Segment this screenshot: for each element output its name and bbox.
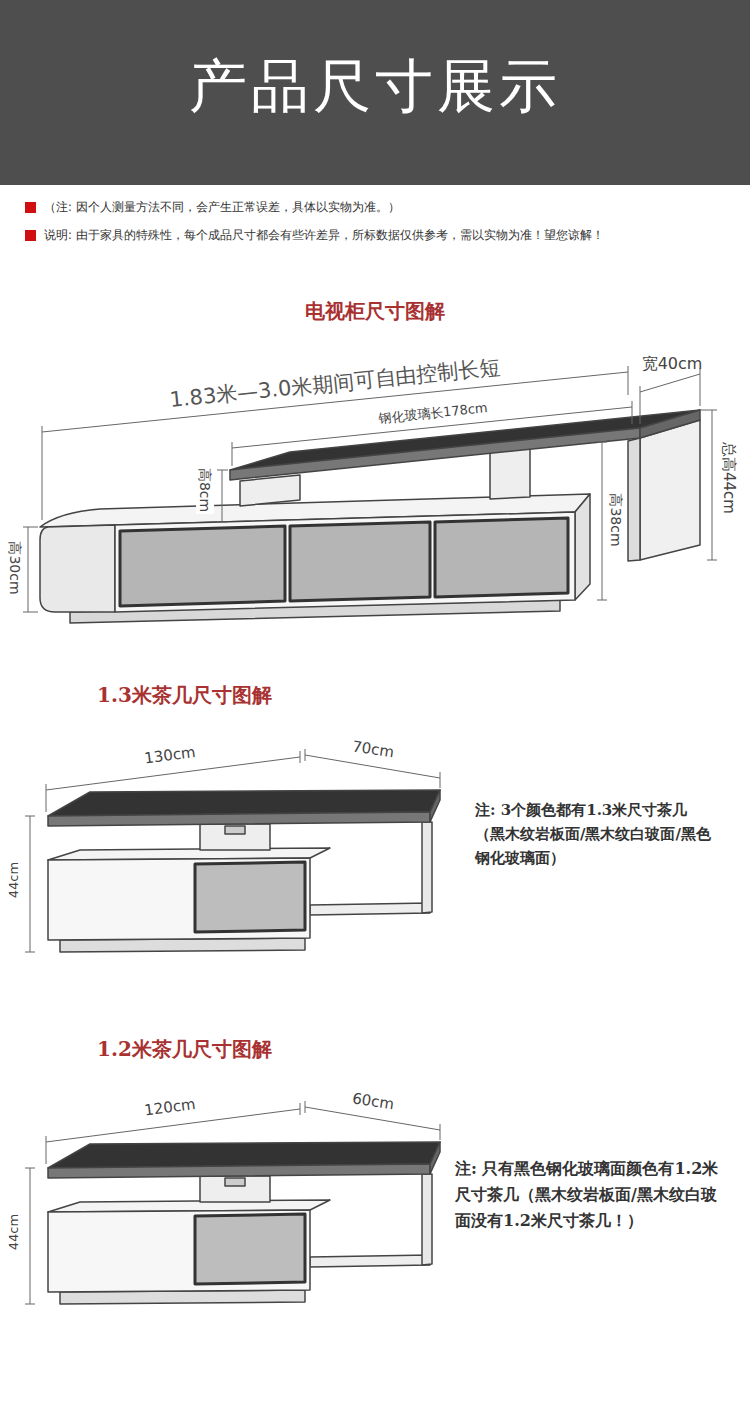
coffee-table-130 [25, 749, 440, 952]
dimension-tick [23, 612, 38, 613]
dimension-tick [23, 527, 38, 528]
cabinet-drawer [120, 526, 285, 606]
dimension-label: 70cm [351, 737, 395, 762]
title-banner [0, 0, 750, 185]
support-block [240, 475, 300, 506]
coffee-table-120 [25, 1101, 440, 1304]
dimension-label: 130cm [143, 743, 197, 769]
bullet-square [25, 202, 36, 213]
note-text: （注: 因个人测量方法不同，会产生正常误差，具体以实物为准。） [44, 200, 400, 215]
dimension-line [28, 527, 29, 612]
dimension-label: 钢化玻璃长178cm [378, 400, 489, 428]
dimension-tick [217, 522, 227, 523]
dimension-label: 高30cm [6, 541, 24, 594]
dimension-tick [700, 410, 717, 411]
dimension-label: 44cm [6, 862, 23, 898]
tv-dimension-lines [23, 366, 717, 612]
dimension-label: 高38cm [607, 491, 625, 548]
cabinet-left-end [40, 525, 115, 612]
dimension-label: 120cm [143, 1095, 197, 1121]
dimension-label: 44cm [6, 1214, 23, 1250]
page-title: 产品尺寸展示 [0, 52, 750, 122]
bullet-square [25, 230, 36, 241]
support-block [490, 448, 530, 499]
dimension-line [640, 374, 700, 392]
dimension-label: 总高44cm [718, 442, 738, 514]
cabinet-right-end [575, 494, 590, 600]
dimension-line [712, 410, 713, 560]
cabinet-drawer [290, 522, 430, 601]
section-heading: 1.2米茶几尺寸图解 [97, 1036, 272, 1062]
dimension-line [602, 442, 603, 600]
section-heading: 1.3米茶几尺寸图解 [97, 682, 272, 708]
tv-cabinet-drawing [40, 410, 700, 623]
dimension-tick [597, 600, 607, 601]
extension-line [232, 442, 233, 466]
note-text: 说明: 由于家具的特殊性，每个成品尺寸都会有些许差异，所标数据仅供参考，需以实物… [44, 228, 604, 243]
dimension-label: 宽40cm [642, 354, 703, 375]
dimension-tick [597, 442, 607, 443]
dimension-line [222, 470, 223, 522]
extension-line [700, 368, 701, 406]
glass-top-end [640, 410, 700, 438]
cabinet-drawer [435, 518, 568, 597]
note-text: 注: 3个颜色都有1.3米尺寸茶几（黑木纹岩板面/黑木纹白玻面/黑色钢化玻璃面） [475, 798, 715, 870]
dimension-tick [707, 560, 717, 561]
glass-top-edge [230, 428, 640, 480]
extension-line [632, 401, 633, 424]
leg-panel-front [628, 438, 640, 561]
note-text: 注: 只有黑色钢化玻璃面颜色有1.2米尺寸茶几（黑木纹岩板面/黑木纹白玻面没有1… [455, 1156, 723, 1234]
cabinet-front [115, 512, 575, 612]
leg-panel-side [640, 420, 700, 560]
section-heading: 电视柜尺寸图解 [305, 298, 445, 324]
extension-line [42, 426, 43, 520]
extension-line [628, 366, 629, 395]
dimension-tick [217, 470, 228, 471]
dimension-label: 60cm [351, 1089, 395, 1114]
dimension-label: 高8cm [196, 466, 214, 514]
extension-line [640, 386, 641, 424]
